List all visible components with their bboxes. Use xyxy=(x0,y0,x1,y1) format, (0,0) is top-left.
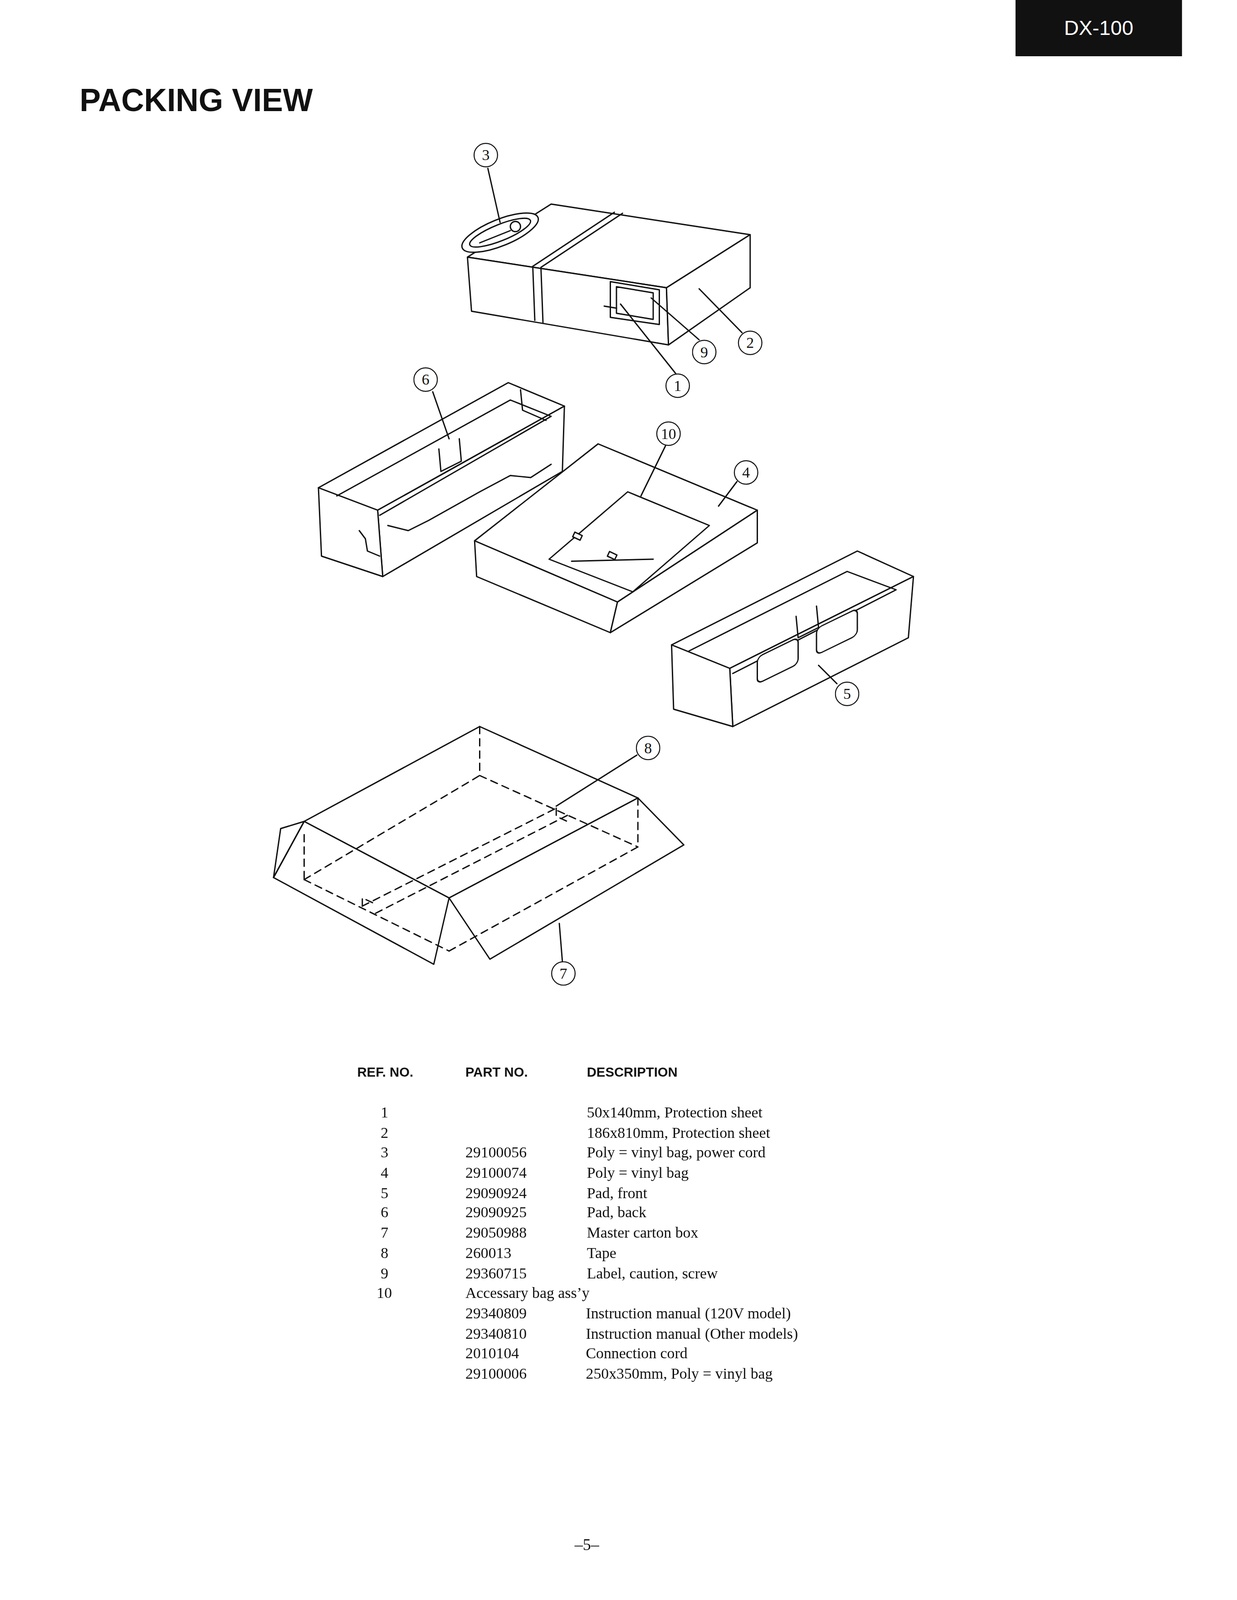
table-cell: 29100006 xyxy=(465,1365,527,1383)
table-cell: Poly = vinyl bag, power cord xyxy=(586,1144,766,1161)
table-header: REF. NO. xyxy=(357,1065,414,1081)
table-cell: 29360715 xyxy=(465,1265,527,1283)
callout-number: 4 xyxy=(733,460,759,485)
table-cell: 8 xyxy=(380,1245,389,1262)
callout-text: 10 xyxy=(660,425,677,443)
model-name: DX-100 xyxy=(1064,16,1134,40)
unit-drawing xyxy=(467,204,751,346)
callout-text: 7 xyxy=(559,964,568,983)
table-cell: Tape xyxy=(586,1245,617,1262)
table-cell: 4 xyxy=(380,1164,389,1182)
page-number: –5– xyxy=(574,1535,600,1555)
table-cell: Pad, front xyxy=(586,1184,648,1202)
leader-lines xyxy=(432,168,837,962)
table-cell: Accessary bag ass’y xyxy=(465,1285,590,1302)
callout-text: 5 xyxy=(843,685,851,703)
callout-number: 6 xyxy=(413,367,438,392)
table-cell: 29340810 xyxy=(465,1325,527,1343)
table-cell: 2010104 xyxy=(465,1345,519,1363)
table-cell: Pad, back xyxy=(586,1204,647,1222)
table-cell: 2 xyxy=(380,1124,389,1142)
table-cell: Instruction manual (Other models) xyxy=(586,1325,799,1343)
table-cell: 29100074 xyxy=(465,1164,527,1182)
callout-number: 10 xyxy=(656,421,681,446)
table-cell: 10 xyxy=(376,1285,392,1302)
callout-text: 6 xyxy=(421,371,430,389)
callout-number: 3 xyxy=(473,142,499,168)
callout-number: 8 xyxy=(635,735,661,761)
table-header: DESCRIPTION xyxy=(586,1065,678,1081)
page-title: PACKING VIEW xyxy=(79,83,313,119)
callout-number: 5 xyxy=(835,681,860,707)
table-cell: 29340809 xyxy=(465,1305,527,1323)
table-cell: Poly = vinyl bag xyxy=(586,1164,689,1182)
table-cell: 29050988 xyxy=(465,1224,527,1242)
table-cell: Master carton box xyxy=(586,1224,699,1242)
power-cord-bag xyxy=(457,205,543,261)
table-cell: 250x350mm, Poly = vinyl bag xyxy=(586,1365,773,1383)
table-cell: 6 xyxy=(380,1204,389,1222)
callout-number: 9 xyxy=(692,339,717,365)
table-cell: 5 xyxy=(380,1184,389,1202)
vinyl-bag-unit xyxy=(474,444,758,633)
pad-front xyxy=(671,551,914,727)
callout-number: 1 xyxy=(665,373,690,399)
callout-text: 8 xyxy=(644,739,652,757)
table-cell: 1 xyxy=(380,1104,389,1122)
table-cell: 260013 xyxy=(465,1245,512,1262)
table-cell: Connection cord xyxy=(586,1345,688,1363)
callout-number: 7 xyxy=(551,961,576,987)
callout-text: 1 xyxy=(674,376,682,395)
callout-text: 3 xyxy=(482,146,490,164)
table-cell: Label, caution, screw xyxy=(586,1265,719,1283)
table-cell: 29090925 xyxy=(465,1204,527,1222)
table-cell: 29090924 xyxy=(465,1184,527,1202)
table-cell: Instruction manual (120V model) xyxy=(586,1305,792,1323)
callout-text: 9 xyxy=(700,343,709,361)
table-cell: 29100056 xyxy=(465,1144,527,1161)
callout-text: 4 xyxy=(742,464,750,482)
callout-number: 2 xyxy=(738,330,763,356)
callout-text: 2 xyxy=(746,334,754,352)
table-header: PART NO. xyxy=(465,1065,529,1081)
table-cell: 7 xyxy=(380,1224,389,1242)
table-cell: 186x810mm, Protection sheet xyxy=(586,1124,771,1142)
table-cell: 9 xyxy=(380,1265,389,1283)
table-cell: 3 xyxy=(380,1144,389,1161)
carton-box xyxy=(273,726,685,965)
table-cell: 50x140mm, Protection sheet xyxy=(586,1104,763,1122)
model-band: DX-100 xyxy=(1015,0,1183,57)
